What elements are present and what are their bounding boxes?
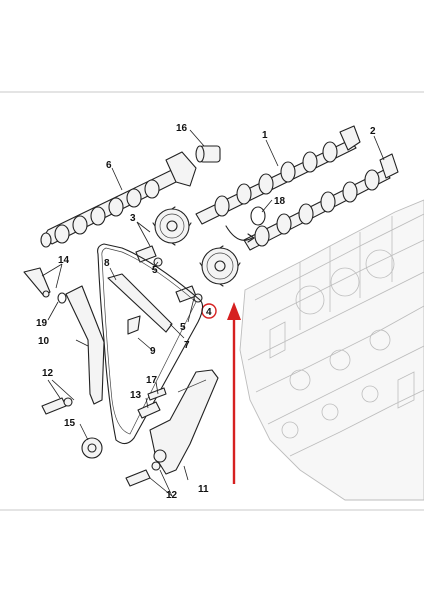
- label-19: 19: [36, 318, 48, 329]
- label-3: 3: [130, 213, 136, 224]
- label-11: 11: [198, 484, 209, 495]
- engine-cylinder-head: [239, 199, 424, 501]
- label-14: 14: [58, 255, 70, 266]
- camshaft-6: [40, 151, 197, 248]
- label-6: 6: [106, 160, 112, 171]
- part-17-bolt: [147, 387, 167, 401]
- label-4: 4: [206, 307, 212, 318]
- label-8: 8: [104, 258, 110, 269]
- label-12-bottom: 12: [166, 490, 178, 501]
- part-13-bolt: [137, 401, 161, 419]
- label-16: 16: [176, 123, 188, 134]
- part-12-bolt-bottom: [125, 461, 161, 487]
- label-7: 7: [184, 340, 190, 351]
- part-12-bolt-left: [41, 397, 73, 415]
- label-12-left: 12: [42, 368, 54, 379]
- part-19-washer: [57, 292, 67, 304]
- part-14-stud: [23, 267, 51, 298]
- label-15: 15: [64, 418, 76, 429]
- camshaft-1: [195, 125, 361, 225]
- part-18-o-ring: [225, 206, 266, 243]
- label-13: 13: [130, 390, 142, 401]
- label-17: 17: [146, 375, 158, 386]
- label-9: 9: [150, 346, 156, 357]
- cam-phaser-lower: [199, 245, 241, 287]
- part-16-bushing: [195, 145, 221, 163]
- camshaft-2: [243, 153, 399, 251]
- label-5-upper: 5: [152, 265, 158, 276]
- label-18: 18: [274, 196, 286, 207]
- cam-phaser-upper: [152, 206, 192, 246]
- label-1: 1: [262, 130, 268, 141]
- highlight-arrow: [227, 302, 241, 484]
- label-5-lower: 5: [180, 322, 186, 333]
- crank-sprocket-15: [81, 437, 103, 459]
- label-10: 10: [38, 336, 50, 347]
- part-5-bolt-upper: [135, 245, 163, 267]
- label-2: 2: [370, 126, 376, 137]
- chain-tensioner-11: [149, 369, 219, 475]
- chain-guide-8: [107, 273, 173, 335]
- leader-lines: [41, 129, 385, 497]
- chain-guide-10: [65, 285, 105, 405]
- timing-chain-9: [97, 243, 204, 445]
